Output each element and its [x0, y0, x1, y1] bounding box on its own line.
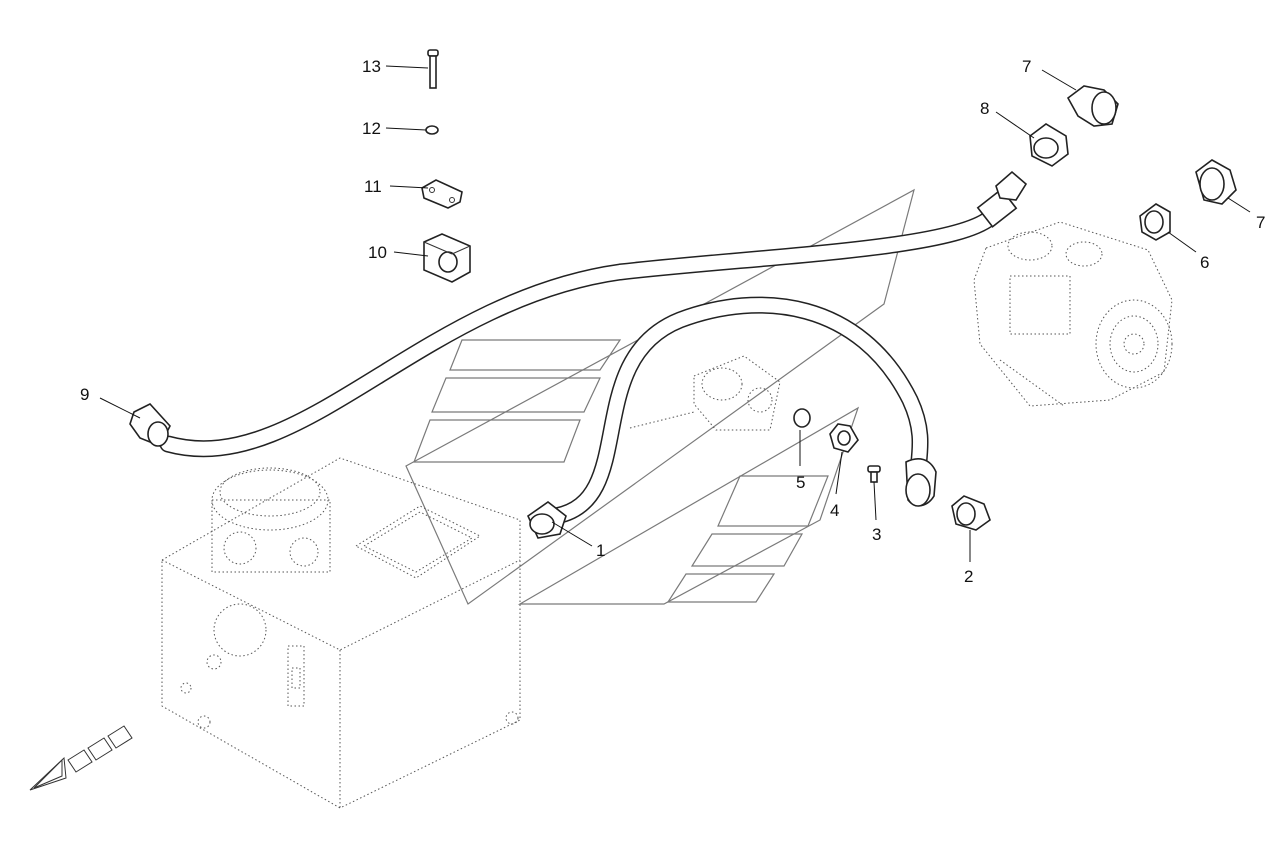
callout-5: 5 — [796, 473, 805, 492]
part-3-screw — [867, 465, 881, 483]
hydraulic-tank — [161, 457, 521, 809]
part-2-flange — [951, 495, 991, 531]
part-5-o-ring — [793, 408, 811, 428]
callout-9: 9 — [80, 385, 89, 404]
callout-7-right: 7 — [1256, 213, 1265, 232]
part-8-adapter — [1029, 123, 1069, 167]
main-pump — [973, 221, 1173, 407]
callout-8: 8 — [980, 99, 989, 118]
callout-13: 13 — [362, 57, 381, 76]
curved-hose — [526, 296, 937, 539]
callout-3: 3 — [872, 525, 881, 544]
callout-2: 2 — [964, 567, 973, 586]
callout-4: 4 — [830, 501, 839, 520]
part-7-elbow-top — [1066, 85, 1119, 127]
gear-pump — [629, 355, 781, 431]
part-13-bolt — [427, 49, 439, 89]
callout-6: 6 — [1200, 253, 1209, 272]
long-hose — [129, 170, 1028, 458]
callout-labels: 13 12 11 10 9 1 5 4 3 2 8 7 7 6 — [80, 57, 1265, 586]
callout-7-top: 7 — [1022, 57, 1031, 76]
watermark-logo — [405, 188, 915, 605]
leader-lines — [99, 65, 1251, 562]
callout-10: 10 — [368, 243, 387, 262]
callout-1: 1 — [596, 541, 605, 560]
part-11-clamp-plate — [421, 179, 463, 209]
part-7-elbow-right — [1195, 159, 1237, 205]
part-10-clamp-block — [423, 233, 471, 283]
part-12-washer — [425, 125, 439, 135]
part-4-split-flange — [829, 423, 859, 453]
part-6-fitting — [1139, 203, 1171, 241]
callout-11: 11 — [364, 177, 382, 196]
callout-12: 12 — [362, 119, 381, 138]
direction-arrow — [29, 725, 133, 791]
